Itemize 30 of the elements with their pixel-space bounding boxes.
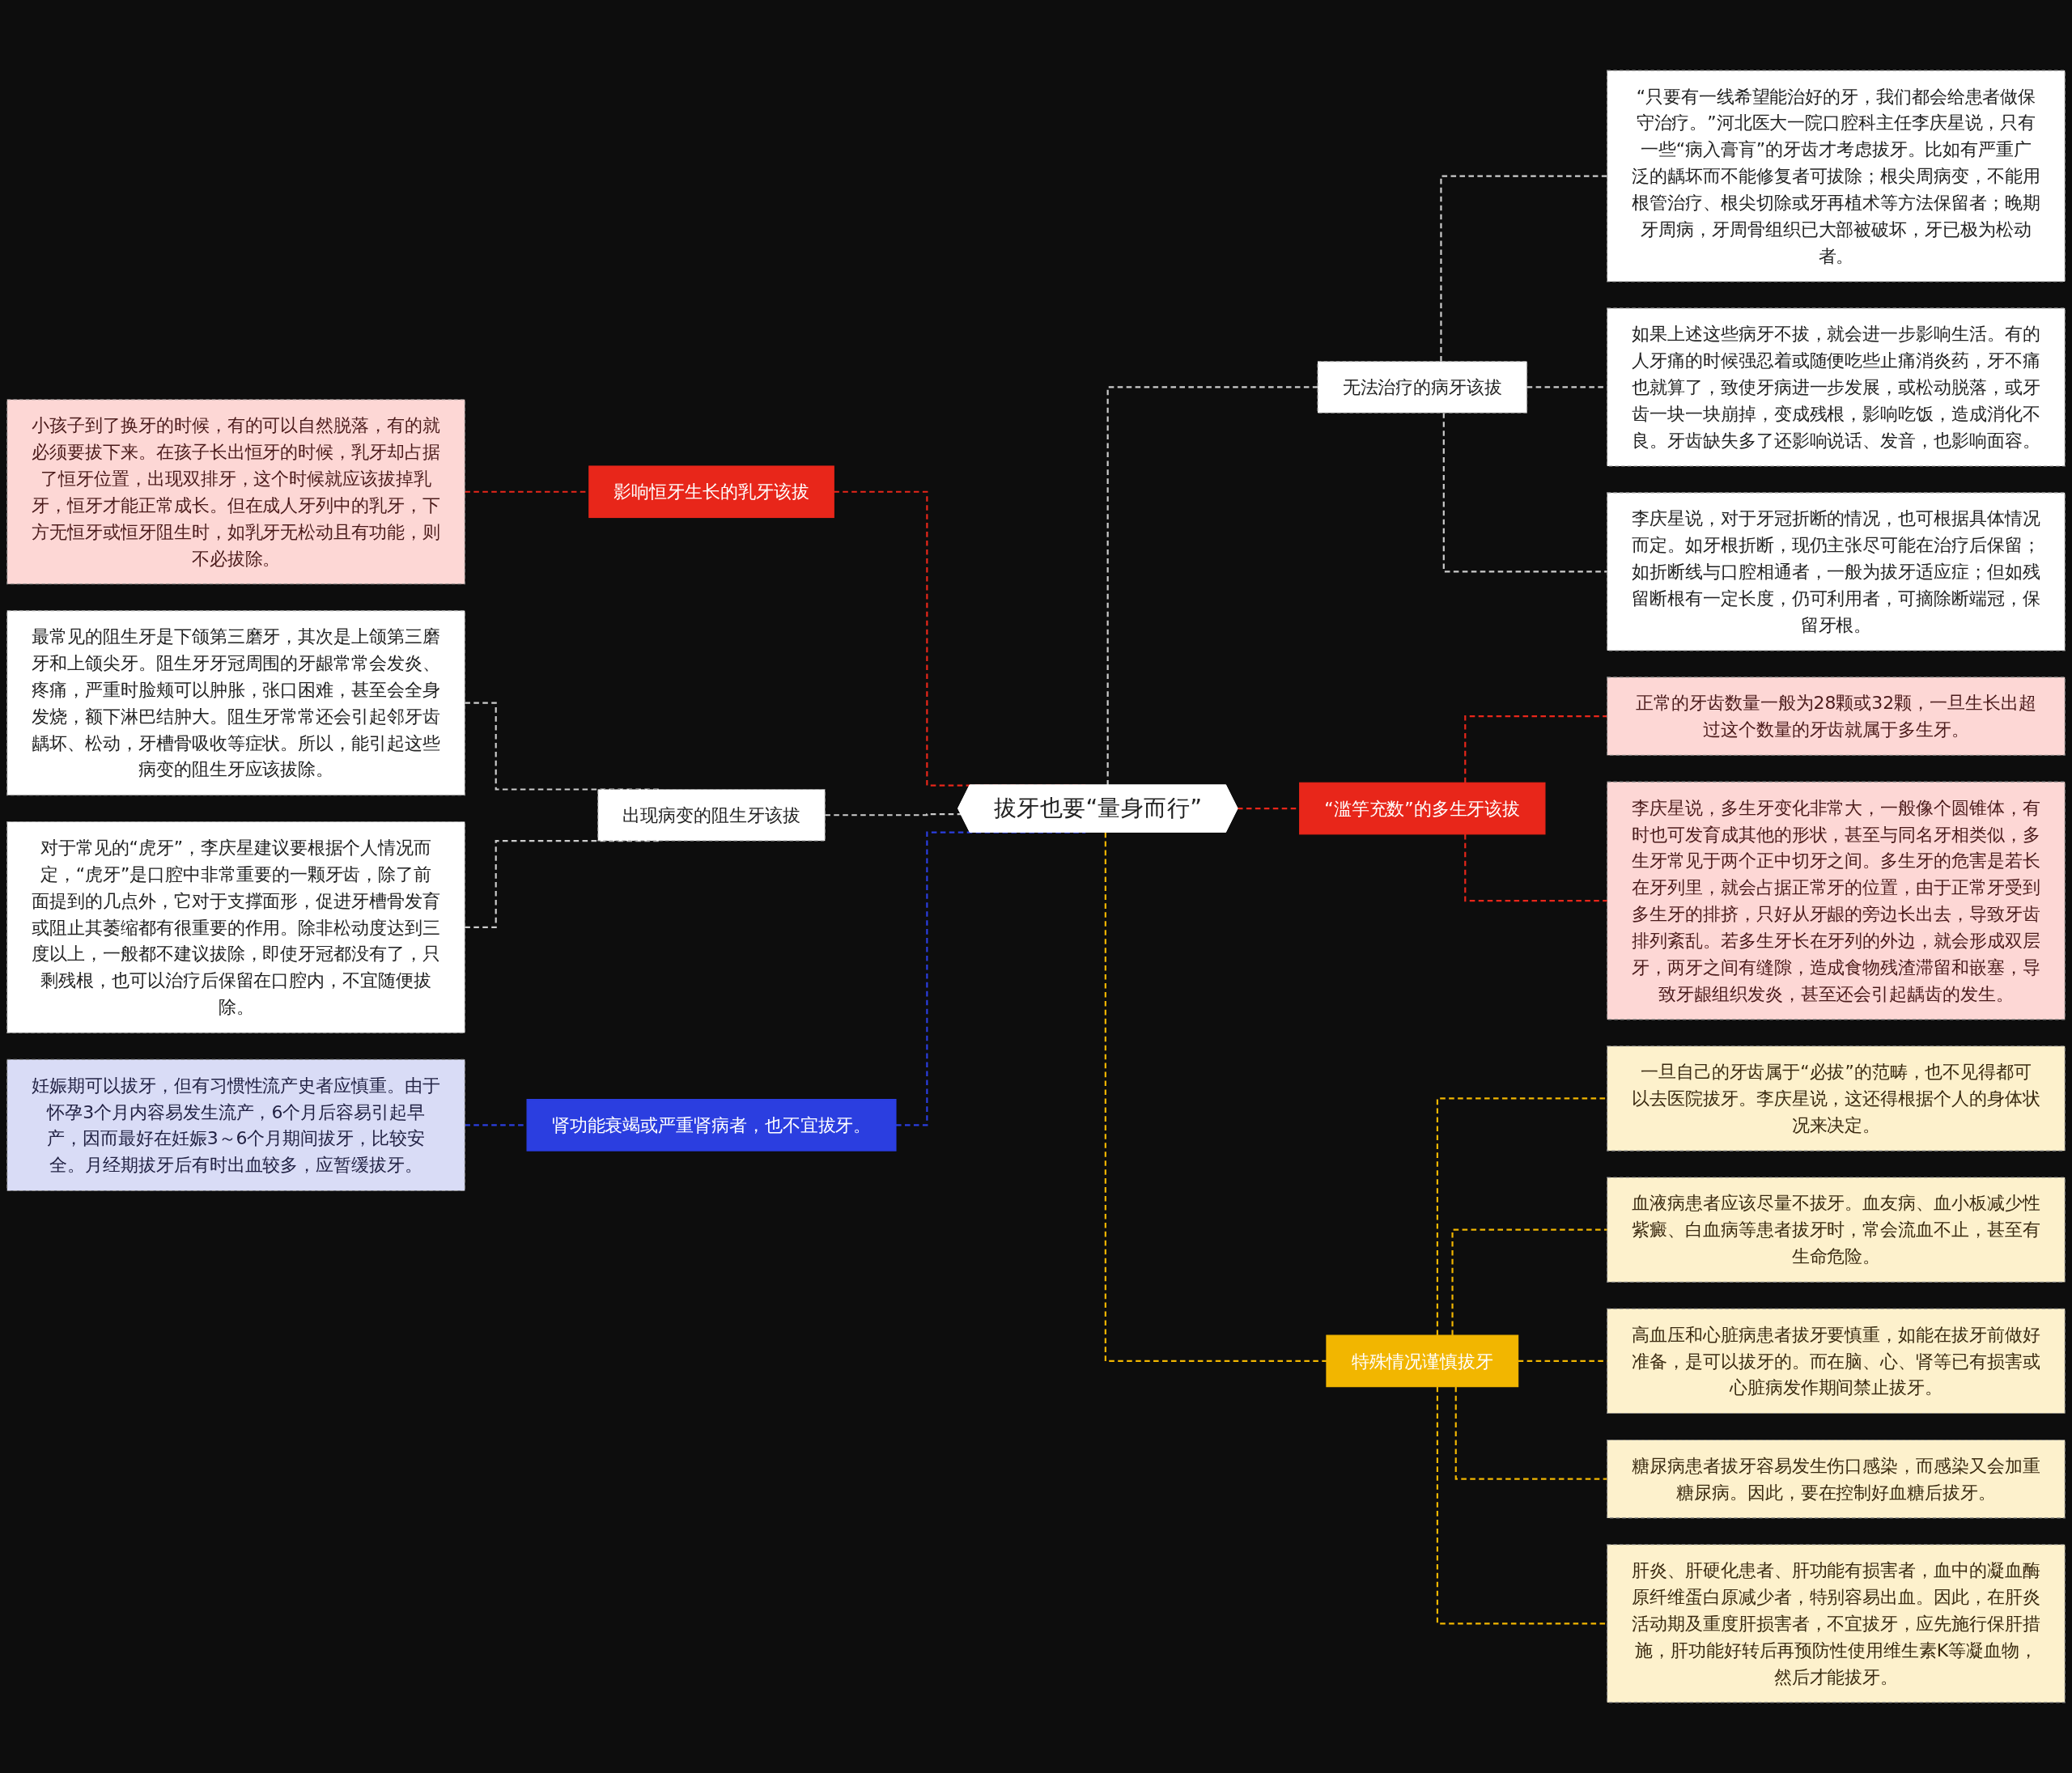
connector — [1436, 1097, 1607, 1336]
node-box: 一旦自己的牙齿属于“必拔”的范畴，也不见得都可以去医院拔牙。李庆星说，这还得根据个人的身体状况来决定。 — [1607, 1046, 2066, 1152]
node-box: 妊娠期可以拔牙，但有习惯性流产史者应慎重。由于怀孕3个月内容易发生流产，6个月后容易引起早产，因而最好在妊娠3～6个月期间拔牙，比较安全。月经期拔牙后有时出血较多，应暂缓拔牙。 — [6, 1058, 465, 1191]
connector — [1442, 413, 1607, 573]
node-box: 出现病变的阻生牙该拔 — [597, 788, 826, 842]
node-box: 无法治疗的病牙该拔 — [1317, 361, 1528, 414]
node-box: 小孩子到了换牙的时候，有的可以自然脱落，有的就必须要拔下来。在孩子长出恒牙的时候，乳牙却占据了恒牙位置，出现双排牙，这个时候就应该拔掉乳牙，恒牙才能正常成长。但在成人牙列中的乳牙，下方无恒牙或恒牙阻生时，如乳牙无松动且有功能，则不必拔除。 — [6, 399, 465, 585]
node-box: 肾功能衰竭或严重肾病者，也不宜拔牙。 — [526, 1099, 897, 1152]
connector — [1454, 1386, 1607, 1480]
node-box: 对于常见的“虎牙”，李庆星建议要根据个人情况而定，“虎牙”是口腔中非常重要的一颗牙齿，除了前面提到的几点外，它对于支撑面形，促进牙槽骨发育或阻止其萎缩都有很重要的作用。除非松动度达到三度以上，一般都不建议拔除，即使牙冠都没有了，只剩残根，也可以治疗后保留在口腔内，不宜随便拔除。 — [6, 821, 465, 1033]
node-box: 李庆星说，对于牙冠折断的情况，也可根据具体情况而定。如牙根折断，现仍主张尽可能在治疗后保留；如折断线与口腔相通者，一般为拔牙适应症；但如残留断根有一定长度，仍可利用者，可摘除断端冠，保留牙根。 — [1607, 492, 2066, 651]
node-box: 血液病患者应该尽量不拔牙。血友病、血小板减少性紫癜、白血病等患者拔牙时，常会流血不止，甚至有生命危险。 — [1607, 1177, 2066, 1283]
node-box: 糖尿病患者拔牙容易发生伤口感染，而感染又会加重糖尿病。因此，要在控制好血糖后拔牙。 — [1607, 1439, 2066, 1519]
connector — [1440, 175, 1607, 362]
node-box: 特殊情况谨慎拔牙 — [1326, 1334, 1519, 1388]
connector — [1464, 715, 1607, 783]
node-box: 影响恒牙生长的乳牙该拔 — [588, 465, 834, 519]
node-box: “滥竽充数”的多生牙该拔 — [1299, 782, 1546, 835]
connector — [1451, 1228, 1607, 1336]
connector — [1436, 1386, 1607, 1625]
connector — [1106, 386, 1318, 786]
connector — [1464, 833, 1607, 902]
node-box: 高血压和心脏病患者拔牙要慎重，如能在拔牙前做好准备，是可以拔牙的。而在脑、心、肾等已有损害或心脏病发作期间禁止拔牙。 — [1607, 1308, 2066, 1415]
node-box: 肝炎、肝硬化患者、肝功能有损害者，血中的凝血酶原纤维蛋白原减少者，特别容易出血。因此，在肝炎活动期及重度肝损害者，不宜拔牙，应先施行保肝措施，肝功能好转后再预防性使用维生素K等凝血物，然后才能拔牙。 — [1607, 1544, 2066, 1703]
connector — [1104, 832, 1327, 1362]
node-box: 如果上述这些病牙不拔，就会进一步影响生活。有的人牙痛的时候强忍着或随便吃些止痛消炎药，牙不痛也就算了，致使牙病进一步发展，或松动脱落，或牙齿一块一块崩掉，变成残根，影响吃饭，造成消化不良。牙齿缺失多了还影响说话、发音，也影响面容。 — [1607, 308, 2066, 467]
node-box: 李庆星说，多生牙变化非常大，一般像个圆锥体，有时也可发育成其他的形状，甚至与同名牙相类似，多生牙常见于两个正中切牙之间。多生牙的危害是若长在牙列里，就会占据正常牙的位置，由于正常牙受到多生牙的排挤，只好从牙龈的旁边长出去，导致牙齿排列紊乱。若多生牙长在牙列的外边，就会形成双层牙，两牙之间有缝隙，造成食物残渣滞留和嵌塞，导致牙龈组织发炎，甚至还会引起龋齿的发生。 — [1607, 781, 2066, 1020]
node-box: “只要有一线希望能治好的牙，我们都会给患者做保守治疗。”河北医大一院口腔科主任李庆星说，只有一些“病入膏肓”的牙齿才考虑拔牙。比如有严重广泛的龋坏而不能修复者可拔除；根尖周病变，不能用根管治疗、根尖切除或牙再植术等方法保留者；晚期牙周病，牙周骨组织已大部被破坏，牙已极为松动者。 — [1607, 70, 2066, 282]
node-box: 正常的牙齿数量一般为28颗或32颗，一旦生长出超过这个数量的牙齿就属于多生牙。 — [1607, 677, 2066, 756]
node-box: 最常见的阻生牙是下颌第三磨牙，其次是上颌第三磨牙和上颌尖牙。阻生牙牙冠周围的牙龈常常会发炎、疼痛，严重时脸颊可以肿胀，张口困难，甚至会全身发烧，额下淋巴结肿大。阻生牙常常还会引起邻牙齿龋坏、松动，牙槽骨吸收等症状。所以，能引起这些病变的阻生牙应该拔除。 — [6, 610, 465, 796]
